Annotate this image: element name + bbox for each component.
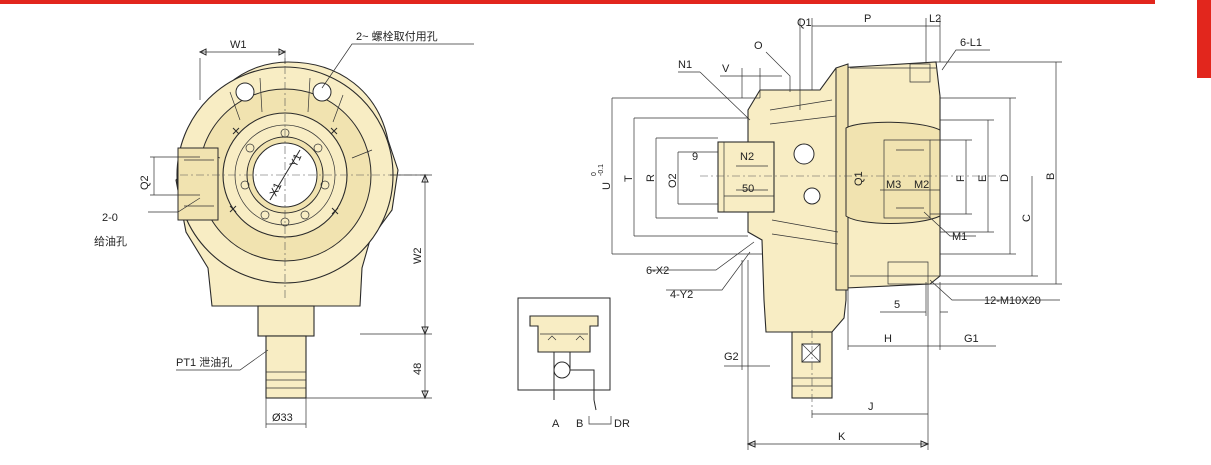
- callout-bolt-holes: 2~ 螺栓取付用孔: [356, 29, 438, 43]
- label-n2: N2: [740, 151, 754, 163]
- dim-k: K: [838, 431, 846, 443]
- dim-c: C: [1021, 214, 1033, 222]
- label-m1: M1: [952, 231, 967, 243]
- label-12-m10x20: 12-M10X20: [984, 295, 1041, 307]
- label-o: O: [754, 40, 763, 52]
- dim-q1-mid: Q1: [853, 171, 865, 186]
- dim-j: J: [868, 401, 874, 413]
- dim-b: B: [1045, 173, 1057, 180]
- red-side-tab: [1197, 0, 1211, 78]
- drain-stem: [265, 335, 307, 399]
- label-n1: N1: [678, 59, 692, 71]
- dim-p: P: [864, 13, 871, 25]
- dim-u: U: [601, 182, 613, 190]
- callout-oil-port-name: 给油孔: [94, 234, 127, 248]
- dim-o2: O2: [667, 173, 679, 188]
- rod-end: [717, 141, 775, 213]
- bolt-hole-left: [235, 82, 255, 102]
- dim-l2: L2: [929, 13, 941, 25]
- label-6-x2: 6-X2: [646, 265, 669, 277]
- dim-m3: M3: [886, 179, 901, 191]
- dim-q2: Q2: [139, 175, 151, 190]
- side-view: Q1 P L2 6-L1 O N1 V U 0 -0.1 T R O2 9 N2…: [591, 13, 1062, 450]
- dim-9: 9: [692, 151, 698, 163]
- dim-q1-top: Q1: [797, 17, 812, 29]
- front-view: X1 Y1 W1 2~ 螺栓取付用孔 Q2 2-0 给油孔 W2 48 PT1 …: [94, 29, 474, 428]
- dim-5: 5: [894, 299, 900, 311]
- dim-g1: G1: [964, 333, 979, 345]
- label-4-y2: 4-Y2: [670, 289, 693, 301]
- label-x1: X1: [268, 181, 285, 198]
- dim-48: 48: [412, 363, 424, 375]
- dim-d: D: [999, 174, 1011, 182]
- top-red-rule: [0, 0, 1155, 4]
- dim-r: R: [645, 174, 657, 182]
- label-v: V: [722, 63, 730, 75]
- dim-h: H: [884, 333, 892, 345]
- dim-w2: W2: [412, 248, 424, 265]
- callout-drain: PT1 泄油孔: [176, 355, 232, 369]
- dim-u-tol-lower: -0.1: [598, 164, 605, 176]
- bolt-hole-right: [312, 82, 332, 102]
- port-a: A: [552, 418, 560, 430]
- callout-oil-port: 2-0: [102, 212, 118, 224]
- hydraulic-schematic: A B DR: [517, 297, 630, 430]
- dim-6-l1: 6-L1: [960, 37, 982, 49]
- dim-e: E: [977, 175, 989, 182]
- dim-f: F: [955, 175, 967, 182]
- dim-m2: M2: [914, 179, 929, 191]
- dim-50: 50: [742, 183, 754, 195]
- label-y1: Y1: [288, 152, 305, 169]
- dim-w1: W1: [230, 39, 247, 51]
- dim-g2: G2: [724, 351, 739, 363]
- dim-u-tol-upper: 0: [591, 172, 598, 176]
- port-b: B: [576, 418, 583, 430]
- dim-t: T: [623, 175, 635, 182]
- dim-dia-33: Ø33: [272, 412, 293, 424]
- port-dr: DR: [614, 418, 630, 430]
